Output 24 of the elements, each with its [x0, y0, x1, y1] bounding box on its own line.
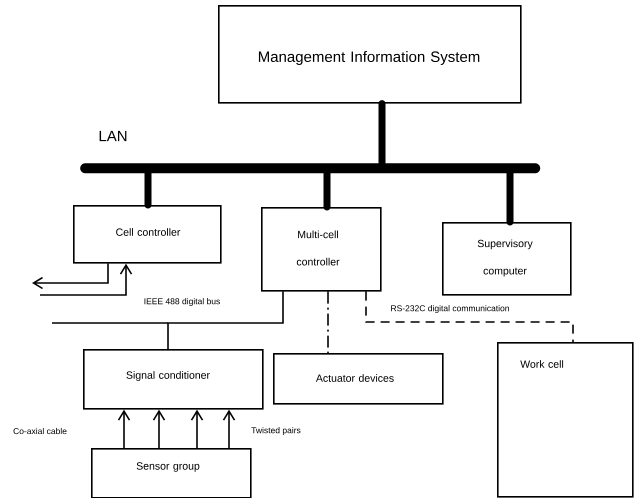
- cable-label: Co-axial cable: [12, 426, 68, 436]
- arrow: [118, 410, 130, 448]
- bus-label: IEEE 488 digital bus: [142, 297, 222, 307]
- node-label: LAN: [100, 130, 126, 142]
- arrow: [32, 264, 109, 290]
- connector-line: [365, 292, 574, 342]
- network-bus: LAN: [80, 130, 540, 174]
- arrow: [40, 264, 132, 296]
- controller-box: Multi-cell controller: [261, 207, 382, 292]
- cable-label: Twisted pairs: [250, 426, 302, 436]
- computer-box: Supervisory computer: [442, 222, 572, 296]
- connector-line: [167, 292, 284, 349]
- arrow: [190, 410, 204, 448]
- controller-box: Cell controller: [73, 205, 222, 264]
- work-cell-box: Work cell: [497, 342, 634, 498]
- actuator-box: Actuator devices: [273, 353, 444, 405]
- edge-label: RS-232C digital communication: [391, 305, 509, 313]
- arrow: [222, 410, 236, 448]
- conditioner-box: Signal conditioner: [83, 349, 264, 410]
- sensor-box: Sensor group: [91, 448, 252, 498]
- system-box: Management Information System: [218, 5, 522, 104]
- bus-connector: [378, 100, 386, 166]
- arrow: [152, 410, 166, 448]
- connector-line: [327, 292, 329, 353]
